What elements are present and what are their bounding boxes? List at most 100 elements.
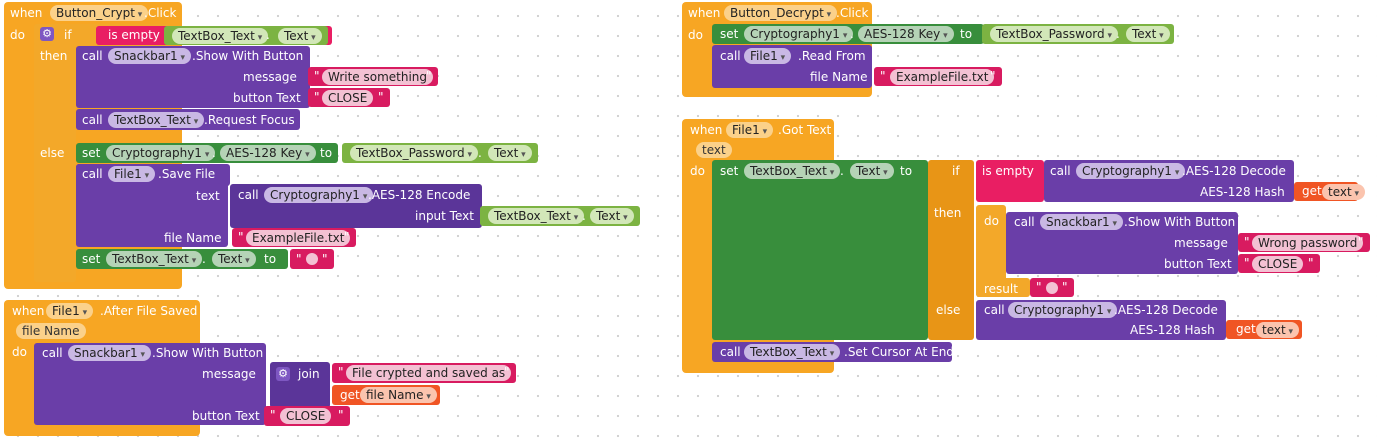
event-name-label: .After File Saved	[100, 304, 198, 318]
component-dropdown-button-crypt[interactable]: Button_Crypt	[50, 5, 149, 21]
file1-dropdown[interactable]: File1	[744, 48, 792, 64]
text-property-dropdown[interactable]: Text	[488, 145, 532, 161]
cryptography-dropdown[interactable]: Cryptography1	[106, 145, 216, 161]
snackbar-dropdown[interactable]: Snackbar1	[68, 345, 152, 361]
open-quote-icon: "	[1244, 235, 1250, 249]
aes-key-dropdown[interactable]: AES-128 Key	[858, 26, 954, 42]
button-text-param-label: button Text	[1164, 257, 1232, 271]
aes-key-dropdown[interactable]: AES-128 Key	[220, 145, 316, 161]
example-file-text[interactable]: ExampleFile.txt	[246, 230, 351, 246]
text-param-label: text	[196, 189, 220, 203]
snackbar-dropdown[interactable]: Snackbar1	[1040, 214, 1124, 230]
set-textbox-text-block[interactable]	[712, 160, 928, 340]
empty-text-field[interactable]	[1046, 282, 1058, 294]
set-label: set	[720, 164, 739, 178]
text-property-dropdown[interactable]: Text	[212, 251, 256, 267]
do-label: do	[12, 345, 27, 359]
read-from-label: .Read From	[798, 49, 866, 63]
text-property-dropdown[interactable]: Text	[590, 208, 634, 224]
close-text[interactable]: CLOSE	[280, 408, 332, 424]
textbox-password-dropdown[interactable]: TextBox_Password	[350, 145, 479, 161]
textbox-text-dropdown[interactable]: TextBox_Text	[488, 208, 585, 224]
when-label: when	[12, 304, 45, 318]
text-property-dropdown[interactable]: Text	[1126, 26, 1170, 42]
textbox-text-dropdown[interactable]: TextBox_Text	[744, 163, 841, 179]
close-quote-icon: "	[1308, 256, 1314, 270]
open-quote-icon: "	[238, 230, 244, 244]
get-var-dropdown[interactable]: text	[1256, 322, 1300, 338]
do-label: do	[10, 28, 25, 42]
open-quote-icon: "	[338, 365, 344, 379]
textbox-text-dropdown[interactable]: TextBox_Text	[108, 112, 205, 128]
textbox-text-dropdown[interactable]: TextBox_Text	[744, 344, 841, 360]
textbox-text-dropdown[interactable]: TextBox_Text	[172, 28, 269, 44]
param-file-name[interactable]: file Name	[16, 323, 86, 339]
wrong-password-text[interactable]: Wrong password	[1252, 235, 1364, 251]
close-text[interactable]: CLOSE	[322, 90, 374, 106]
is-empty-label: is empty	[108, 28, 160, 42]
set-cursor-label: .Set Cursor At End	[844, 345, 954, 359]
dot-label: .	[478, 146, 482, 160]
then-label: then	[40, 49, 68, 63]
textbox-text-dropdown[interactable]: TextBox_Text	[106, 251, 203, 267]
param-text[interactable]: text	[696, 142, 732, 158]
dot-label: .	[850, 27, 854, 41]
dot-label: .	[202, 252, 206, 266]
aes-encode-label: .AES-128 Encode	[368, 188, 471, 202]
mutator-gear-icon[interactable]: ⚙	[40, 27, 54, 41]
empty-text-field[interactable]	[306, 253, 318, 265]
close-text[interactable]: CLOSE	[1252, 256, 1304, 272]
if-label: if	[952, 164, 960, 178]
textbox-password-dropdown[interactable]: TextBox_Password	[990, 26, 1119, 42]
mutator-gear-icon[interactable]: ⚙	[276, 367, 290, 381]
if-label: if	[64, 28, 72, 42]
open-quote-icon: "	[880, 69, 886, 83]
inline-if-block[interactable]	[928, 160, 974, 340]
button-text-param-label: button Text	[192, 409, 260, 423]
call-label: call	[238, 188, 259, 202]
set-label: set	[82, 252, 101, 266]
get-var-dropdown[interactable]: text	[1322, 184, 1366, 200]
text-property-dropdown[interactable]: Text	[850, 163, 894, 179]
then-label: then	[934, 206, 962, 220]
else-label: else	[936, 303, 961, 317]
component-dropdown-file1[interactable]: File1	[726, 122, 774, 138]
save-file-label: .Save File	[158, 167, 216, 181]
when-label: when	[10, 6, 43, 20]
get-var-dropdown[interactable]: file Name	[360, 387, 437, 403]
message-param-label: message	[243, 70, 297, 84]
event-name-label: .Got Text	[778, 123, 832, 137]
example-file-text[interactable]: ExampleFile.txt	[890, 69, 995, 85]
when-label: when	[688, 6, 721, 20]
result-row[interactable]	[976, 278, 1030, 297]
cryptography-dropdown[interactable]: Cryptography1	[1076, 163, 1186, 179]
file1-dropdown[interactable]: File1	[108, 166, 156, 182]
close-quote-icon: "	[504, 365, 510, 379]
call-label: call	[42, 346, 63, 360]
file-name-param-label: file Name	[810, 70, 868, 84]
close-quote-icon: "	[344, 230, 350, 244]
get-label: get	[340, 388, 360, 402]
write-something-text[interactable]: Write something	[322, 69, 434, 85]
show-with-button-label: .Show With Button	[1124, 215, 1236, 229]
cryptography-dropdown[interactable]: Cryptography1	[1008, 302, 1118, 318]
cryptography-dropdown[interactable]: Cryptography1	[264, 187, 374, 203]
do-label: do	[690, 164, 705, 178]
component-dropdown-button-decrypt[interactable]: Button_Decrypt	[724, 5, 838, 21]
is-empty-block[interactable]	[976, 160, 1044, 202]
dot-label: .	[840, 164, 844, 178]
dot-label: .	[1116, 27, 1120, 41]
snackbar-dropdown[interactable]: Snackbar1	[108, 48, 192, 64]
message-param-label: message	[1174, 236, 1228, 250]
event-name-label: .Click	[836, 6, 869, 20]
dot-label: .	[582, 209, 586, 223]
cryptography-dropdown[interactable]: Cryptography1	[744, 26, 854, 42]
close-quote-icon: "	[1358, 235, 1364, 249]
text-property-dropdown[interactable]: Text	[278, 28, 322, 44]
read-from-call-block[interactable]	[712, 45, 872, 88]
get-label: get	[1236, 322, 1256, 336]
component-dropdown-file1[interactable]: File1	[46, 303, 94, 319]
file-crypted-text[interactable]: File crypted and saved as	[346, 365, 512, 381]
to-label: to	[900, 164, 913, 178]
if-then-else-block[interactable]	[34, 24, 76, 282]
